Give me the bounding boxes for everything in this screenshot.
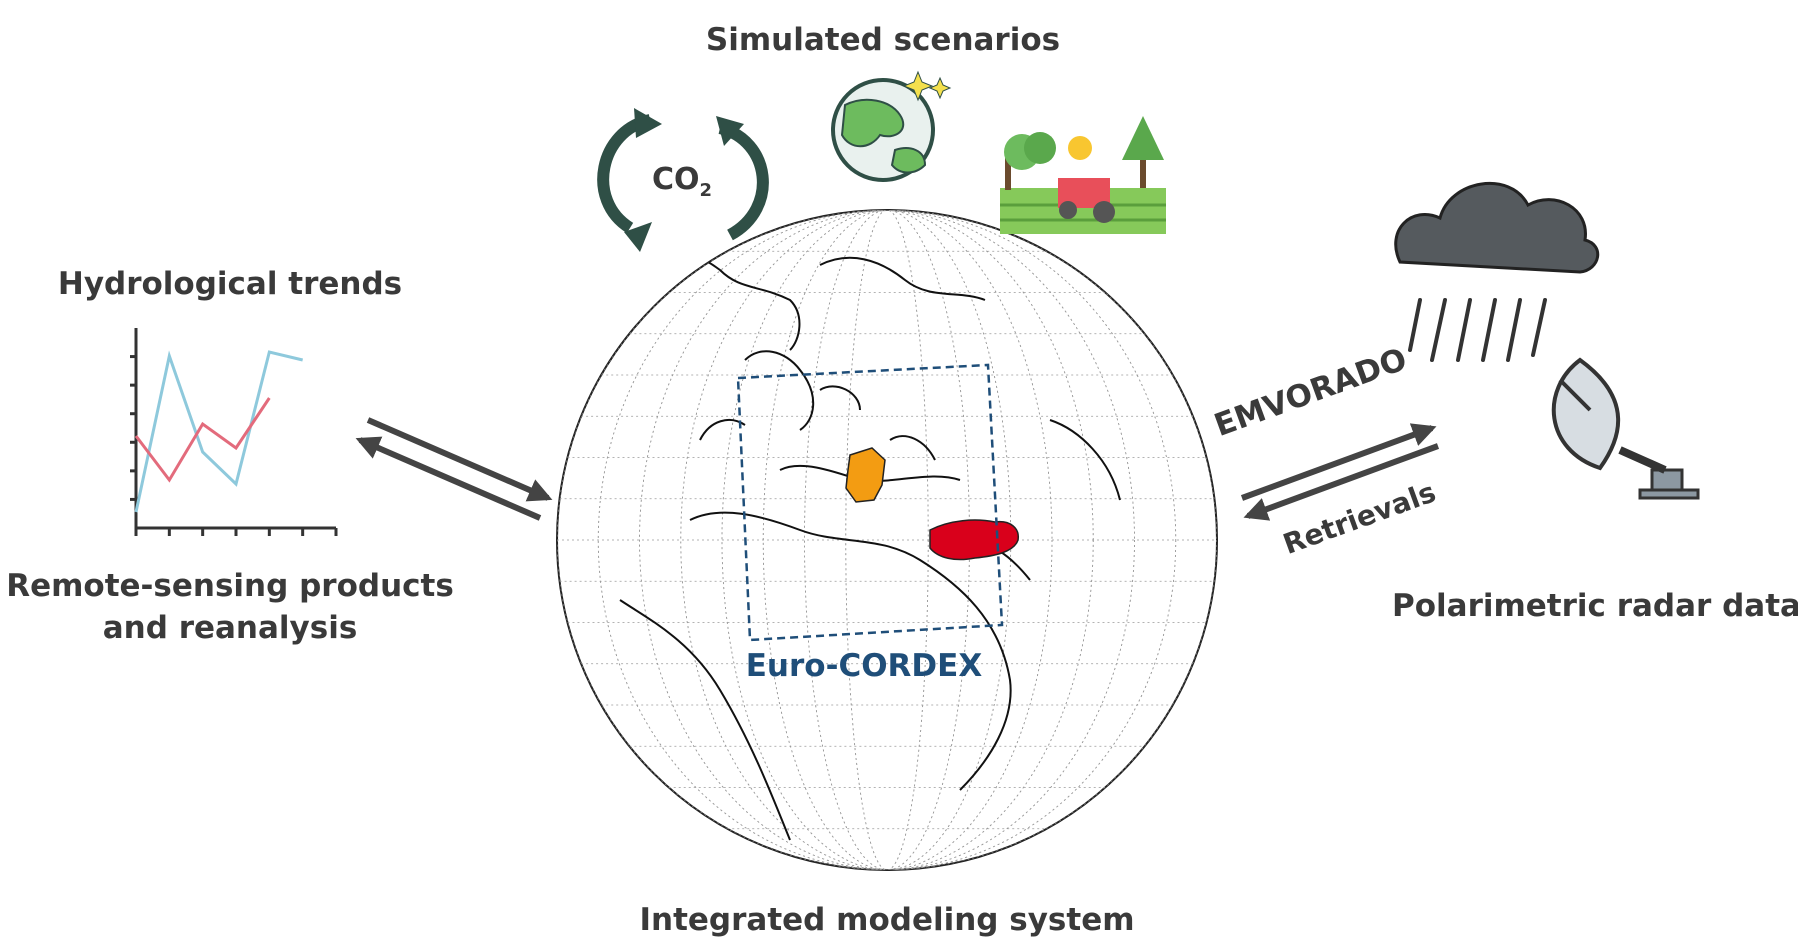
euro-cordex-domain bbox=[736, 363, 1004, 642]
co2-cycle-icon bbox=[597, 108, 769, 252]
chart-series-red bbox=[134, 397, 271, 483]
remote-sensing-label-line2: and reanalysis bbox=[102, 610, 358, 646]
co2-main: CO bbox=[652, 162, 700, 197]
satellite-dish-icon bbox=[1551, 357, 1700, 500]
farm-tractor-icon bbox=[1000, 116, 1166, 234]
right-exchange-arrows bbox=[1240, 423, 1440, 521]
meridian-line bbox=[639, 210, 1135, 870]
globe-sparkle-icon bbox=[831, 70, 952, 182]
chart-series-blue bbox=[134, 350, 304, 513]
coastlines bbox=[619, 249, 1121, 841]
co2-subscript: 2 bbox=[699, 180, 713, 201]
meridian-line bbox=[597, 210, 1177, 870]
simulated-scenarios-label: Simulated scenarios bbox=[705, 22, 1061, 58]
remote-sensing-label-line1: Remote-sensing products bbox=[6, 568, 454, 604]
polarimetric-radar-label: Polarimetric radar data bbox=[1392, 588, 1798, 624]
rain-cloud-icon bbox=[1394, 181, 1600, 362]
hydrological-trends-label: Hydrological trends bbox=[57, 266, 403, 302]
integrated-modeling-label: Integrated modeling system bbox=[639, 902, 1135, 938]
co2-label: CO2 bbox=[652, 162, 712, 201]
line-chart-icon bbox=[130, 328, 338, 536]
turkey-region bbox=[929, 519, 1019, 561]
euro-cordex-label: Euro-CORDEX bbox=[745, 648, 983, 684]
globe bbox=[556, 209, 1218, 871]
germany-region bbox=[845, 447, 886, 503]
left-exchange-arrows bbox=[355, 417, 553, 521]
